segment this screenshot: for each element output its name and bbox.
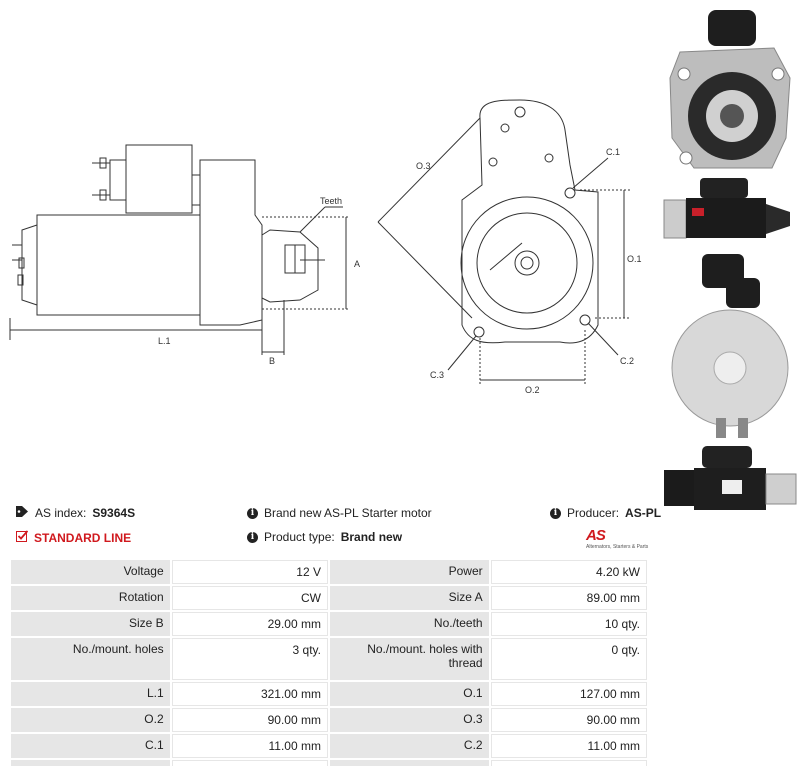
spec-value: 12 V — [171, 560, 328, 584]
product-type-label: Product type: — [264, 530, 335, 544]
spec-value: 4.20 kW — [490, 560, 647, 584]
product-photos — [660, 0, 800, 510]
tag-icon — [16, 506, 29, 520]
label-teeth: Teeth — [320, 196, 342, 206]
label-a: A — [354, 259, 360, 269]
spec-value: 29.00 mm — [171, 612, 328, 636]
check-icon — [16, 530, 29, 545]
spec-value: CW — [171, 586, 328, 610]
producer: i Producer: AS-PL — [550, 506, 661, 520]
label-o2: O.2 — [525, 385, 540, 395]
label-c2: C.2 — [620, 356, 634, 366]
spec-value: 90.00 mm — [490, 708, 647, 732]
table-row: C.311.00 mm — [11, 760, 647, 766]
spec-value: 10 qty. — [490, 612, 647, 636]
label-o1: O.1 — [627, 254, 642, 264]
spec-value: 11.00 mm — [171, 760, 328, 766]
spec-label: Power — [329, 560, 489, 584]
logo-mark: AS — [586, 527, 606, 544]
description-text: Brand new AS-PL Starter motor — [264, 506, 432, 520]
spec-label: No./teeth — [329, 612, 489, 636]
spec-value: 11.00 mm — [171, 734, 328, 758]
label-c1: C.1 — [606, 147, 620, 157]
spec-label: C.1 — [11, 734, 170, 758]
spec-label: O.2 — [11, 708, 170, 732]
producer-value: AS-PL — [625, 506, 662, 520]
standard-line: STANDARD LINE — [16, 530, 131, 545]
photo-side-1 — [663, 178, 790, 239]
info-icon: i — [550, 507, 561, 519]
spec-value: 321.00 mm — [171, 682, 328, 706]
info-icon: i — [247, 531, 258, 543]
spec-value: 127.00 mm — [490, 682, 647, 706]
spec-value: 89.00 mm — [490, 586, 647, 610]
spec-label: Size A — [329, 586, 489, 610]
spec-label: O.1 — [329, 682, 489, 706]
standard-line-label: STANDARD LINE — [34, 530, 132, 545]
spec-value: 90.00 mm — [171, 708, 328, 732]
as-index-value: S9364S — [92, 506, 136, 520]
spec-value — [490, 760, 647, 766]
spec-label: No./mount. holes with thread — [329, 638, 489, 680]
as-index-label: AS index: — [35, 506, 87, 520]
label-b: B — [269, 356, 275, 366]
spec-label: Rotation — [11, 586, 170, 610]
product-type-value: Brand new — [340, 530, 403, 544]
photo-side-2 — [664, 446, 797, 510]
spec-value: 0 qty. — [490, 638, 647, 680]
description: i Brand new AS-PL Starter motor — [247, 506, 432, 520]
info-icon: i — [247, 507, 258, 519]
as-index: AS index: S9364S — [16, 506, 135, 520]
spec-label: Size B — [11, 612, 170, 636]
spec-label: Voltage — [11, 560, 170, 584]
spec-label: No./mount. holes — [11, 638, 170, 680]
as-logo: AS Alternators, Starters & Parts — [586, 527, 650, 553]
photo-front — [669, 10, 791, 169]
label-l1: L.1 — [158, 336, 171, 346]
technical-drawing: Teeth A B L.1 O.3 C.1 O.1 C.2 C.3 O.2 — [9, 99, 642, 395]
spec-value: 11.00 mm — [490, 734, 647, 758]
spec-label: C.2 — [329, 734, 489, 758]
product-type: i Product type: Brand new — [247, 530, 402, 544]
label-o3: O.3 — [416, 161, 431, 171]
spec-label: L.1 — [11, 682, 170, 706]
spec-label — [329, 760, 489, 766]
logo-tagline: Alternators, Starters & Parts — [586, 544, 649, 550]
photo-rear — [671, 254, 789, 438]
label-c3: C.3 — [430, 370, 444, 380]
producer-label: Producer: — [567, 506, 620, 520]
spec-value: 3 qty. — [171, 638, 328, 680]
product-info: AS index: S9364S STANDARD LINE i Brand n… — [0, 500, 661, 552]
spec-label: O.3 — [329, 708, 489, 732]
front-view — [377, 99, 630, 385]
spec-label: C.3 — [11, 760, 170, 766]
side-view — [9, 144, 350, 355]
